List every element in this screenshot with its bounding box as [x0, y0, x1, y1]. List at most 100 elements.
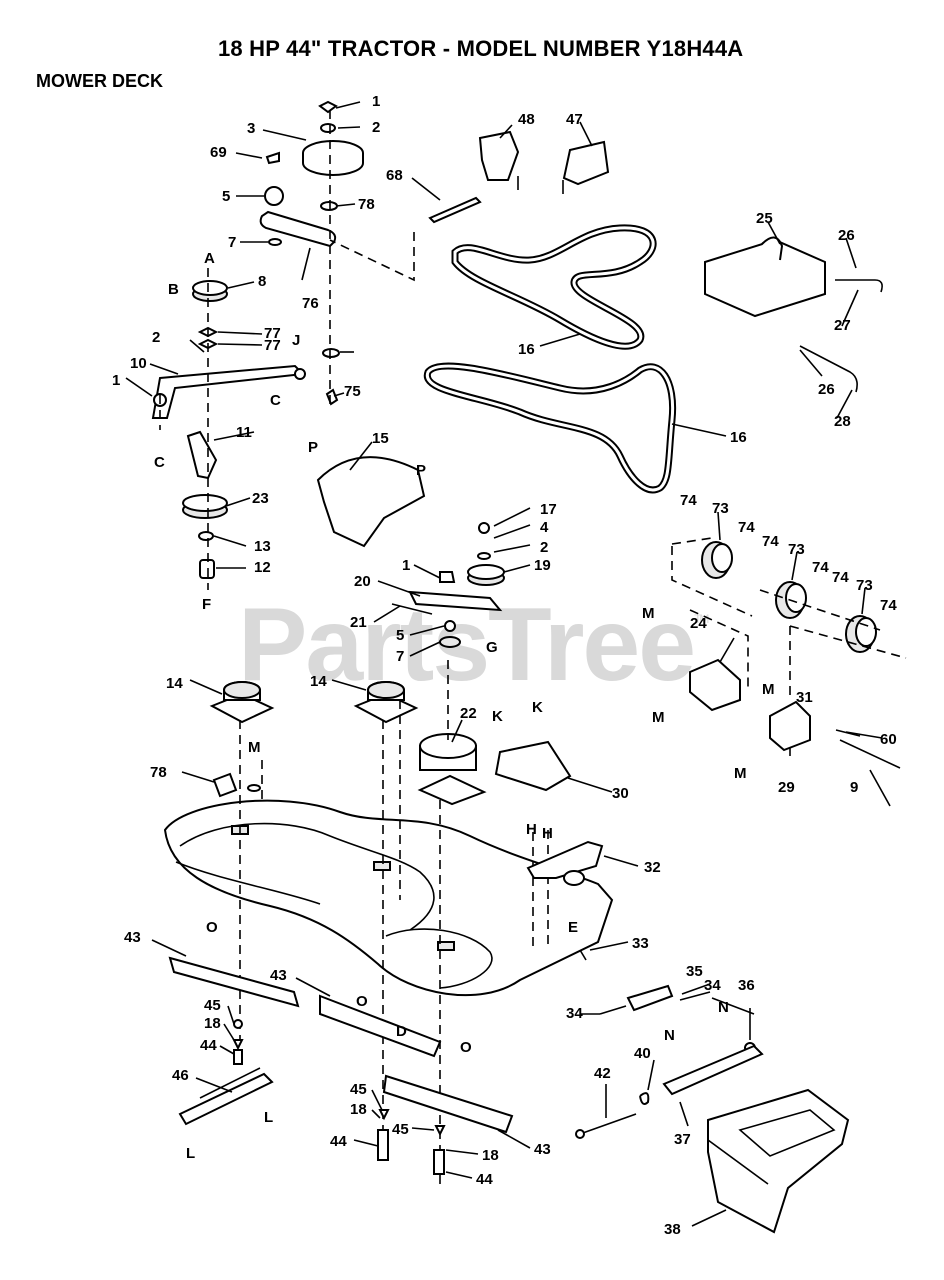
- callout-label: 74: [738, 519, 755, 536]
- callout-label: 26: [818, 381, 835, 398]
- callout-label: M: [734, 765, 747, 782]
- callout-label: 10: [130, 355, 147, 372]
- link-42-part: [575, 1113, 637, 1139]
- discharge-chute-38-part: [707, 1088, 850, 1234]
- spring-21-part: [391, 603, 433, 615]
- callout-label: 11: [236, 424, 252, 441]
- callout-label: N: [664, 1027, 675, 1044]
- callout-label: M: [762, 681, 775, 698]
- callout-label: 12: [254, 559, 271, 576]
- callout-label: 34: [566, 1005, 583, 1022]
- callout-label: K: [532, 699, 543, 716]
- washer-7-part: [268, 238, 282, 246]
- callout-label: 25: [756, 210, 773, 227]
- callout-label: C: [154, 454, 165, 471]
- callout-label: 44: [200, 1037, 217, 1054]
- callout-label: 68: [386, 167, 403, 184]
- spring-11-part: [186, 430, 218, 480]
- callout-label: 75: [344, 383, 361, 400]
- callout-label: 32: [644, 859, 661, 876]
- callout-label: 74: [762, 533, 779, 550]
- callout-label: 8: [258, 273, 266, 290]
- callout-label: 5: [396, 627, 404, 644]
- washer-13-part: [198, 531, 214, 541]
- callout-label: G: [486, 639, 498, 656]
- callout-label: N: [718, 999, 729, 1016]
- blade-43-right-part: [382, 1074, 514, 1134]
- callout-label: 1: [112, 372, 120, 389]
- callout-label: O: [206, 919, 218, 936]
- callout-label: 7: [228, 234, 236, 251]
- pin-40-part: [639, 1092, 650, 1105]
- callout-label: O: [460, 1039, 472, 1056]
- callout-label: A: [204, 250, 215, 267]
- bracket-47-part: [562, 140, 610, 194]
- callout-label: 15: [372, 430, 389, 447]
- bushing-12-part: [199, 559, 215, 579]
- callout-label: 33: [632, 935, 649, 952]
- callout-label: 1: [402, 557, 410, 574]
- callout-label: 73: [788, 541, 805, 558]
- callout-label: O: [356, 993, 368, 1010]
- callout-label: 27: [834, 317, 851, 334]
- washers-5-7-part: [439, 620, 461, 648]
- callout-label: P: [416, 462, 426, 479]
- callout-label: 69: [210, 144, 227, 161]
- callout-label: B: [168, 281, 179, 298]
- blade-43-center-part: [319, 994, 442, 1058]
- callout-label: 76: [302, 295, 319, 312]
- rod-28-part: [799, 345, 858, 393]
- callout-label: 13: [254, 538, 271, 555]
- callout-label: 21: [350, 614, 367, 631]
- washer-78-top-part: [320, 201, 338, 211]
- callout-label: 22: [460, 705, 477, 722]
- callout-label: E: [568, 919, 578, 936]
- callout-label: 77: [264, 325, 281, 342]
- callout-label: 2: [540, 539, 548, 556]
- callout-leaders: [125, 101, 891, 1227]
- lift-rod-37-part: [662, 1044, 764, 1096]
- callout-label: H: [526, 821, 537, 838]
- callout-label: K: [492, 708, 503, 725]
- belt-16-lower-part: [423, 362, 677, 494]
- blade-43-left-part: [168, 956, 300, 1008]
- callout-label: 9: [850, 779, 858, 796]
- callout-label: 1: [372, 93, 380, 110]
- callout-label: P: [308, 439, 318, 456]
- callout-labels: 1 2 3 69 68 48 47 5 78 7 A 8 B 2 77 77 J…: [112, 93, 897, 1238]
- bracket-48-part: [478, 130, 520, 190]
- callout-label: 18: [204, 1015, 221, 1032]
- callout-label: 73: [856, 577, 873, 594]
- callout-label: 73: [712, 500, 729, 517]
- pulley-3-part: [302, 140, 364, 176]
- callout-label: L: [186, 1145, 195, 1162]
- callout-label: 35: [686, 963, 703, 980]
- bracket-78-lower-part: [212, 772, 261, 798]
- callout-label: 78: [150, 764, 167, 781]
- callout-label: J: [292, 332, 300, 349]
- diagram-title: 18 HP 44" TRACTOR - MODEL NUMBER Y18H44A: [218, 36, 744, 61]
- callout-label: H: [542, 825, 553, 842]
- callout-label: 44: [330, 1133, 347, 1150]
- callout-label: 5: [222, 188, 230, 205]
- callout-label: L: [264, 1109, 273, 1126]
- callout-label: M: [642, 605, 655, 622]
- callout-label: 7: [396, 648, 404, 665]
- callout-label: 74: [680, 492, 697, 509]
- callout-label: 29: [778, 779, 795, 796]
- callout-label: D: [396, 1023, 407, 1040]
- callout-label: 74: [832, 569, 849, 586]
- pulley-23-part: [182, 494, 228, 519]
- idler-arm-20-part: [408, 571, 503, 612]
- callout-label: 16: [730, 429, 747, 446]
- callout-label: F: [202, 596, 211, 613]
- callout-label: 37: [674, 1131, 691, 1148]
- callout-label: 28: [834, 413, 851, 430]
- callout-label: 43: [534, 1141, 551, 1158]
- callout-label: 74: [880, 597, 897, 614]
- blade-adapter-46-part: [178, 1067, 274, 1126]
- spindle-14-right-part: [353, 681, 419, 724]
- callout-label: 46: [172, 1067, 189, 1084]
- callout-label: 17: [540, 501, 557, 518]
- callout-label: 18: [350, 1101, 367, 1118]
